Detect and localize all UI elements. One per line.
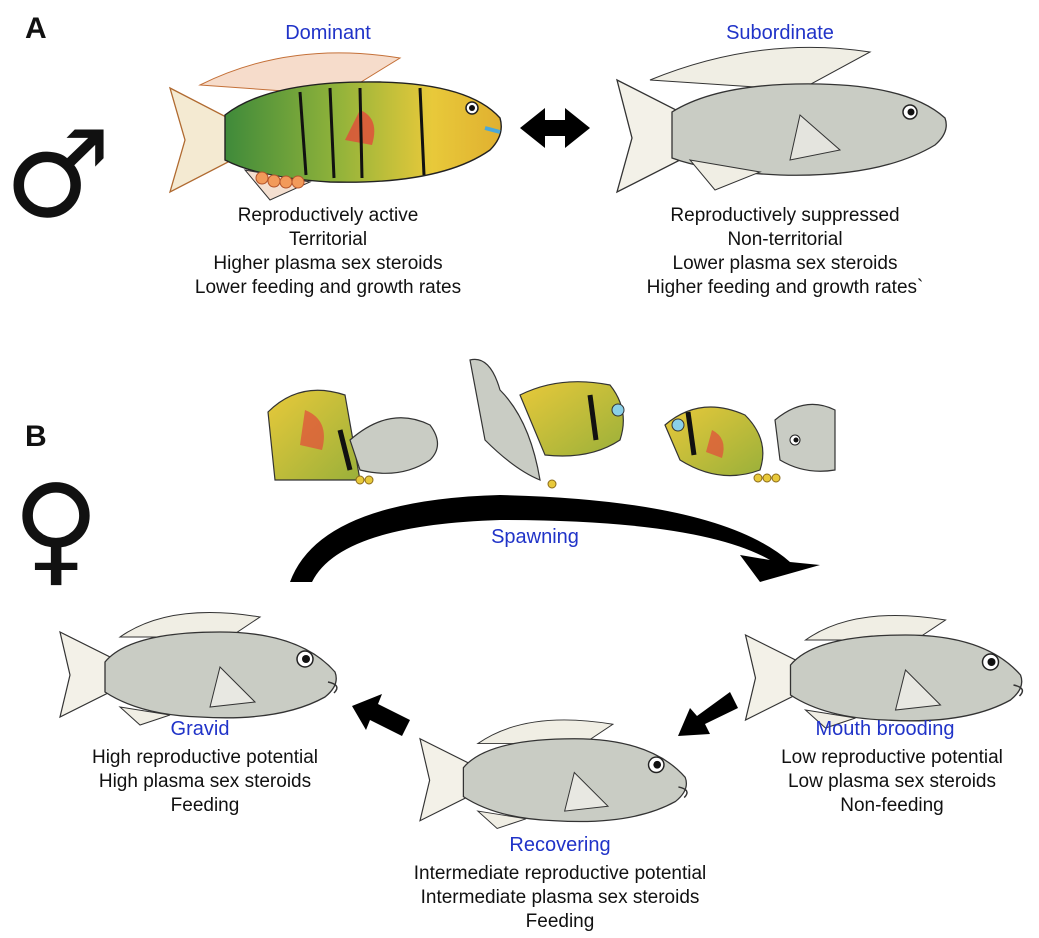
- recovering-title: Recovering: [460, 834, 660, 857]
- mouth-brooding-title: Mouth brooding: [795, 718, 975, 741]
- gravid-female-fish: [60, 613, 337, 726]
- dominant-traits: Reproductively active Territorial Higher…: [173, 204, 483, 300]
- trait-line: Non-territorial: [610, 228, 960, 252]
- trait-line: Intermediate plasma sex steroids: [370, 886, 750, 910]
- subordinate-male-fish: [617, 47, 946, 192]
- trait-line: High plasma sex steroids: [60, 770, 350, 794]
- arrow-brooding-to-recovering-icon: [678, 692, 738, 736]
- trait-line: High reproductive potential: [60, 746, 350, 770]
- dominant-title: Dominant: [228, 22, 428, 45]
- double-arrow-icon: [520, 108, 590, 148]
- spawning-pair-3: [665, 404, 835, 482]
- dominant-male-fish: [170, 53, 501, 200]
- mouth-brooding-traits: Low reproductive potential Low plasma se…: [752, 746, 1032, 818]
- trait-line: Lower plasma sex steroids: [610, 252, 960, 276]
- trait-line: Feeding: [370, 910, 750, 934]
- trait-line: Feeding: [60, 794, 350, 818]
- trait-line: Low plasma sex steroids: [752, 770, 1032, 794]
- spawning-pair-2: [470, 359, 624, 488]
- gravid-traits: High reproductive potential High plasma …: [60, 746, 350, 818]
- panel-b-label: B: [25, 420, 47, 454]
- trait-line: Non-feeding: [752, 794, 1032, 818]
- recovering-traits: Intermediate reproductive potential Inte…: [370, 862, 750, 934]
- panel-a-label: A: [25, 12, 47, 46]
- subordinate-title: Subordinate: [680, 22, 880, 45]
- subordinate-traits: Reproductively suppressed Non-territoria…: [610, 204, 960, 300]
- trait-line: Intermediate reproductive potential: [370, 862, 750, 886]
- trait-line: Reproductively active: [173, 204, 483, 228]
- trait-line: Higher feeding and growth rates`: [610, 276, 960, 300]
- spawning-title: Spawning: [435, 526, 635, 549]
- gravid-title: Gravid: [115, 718, 285, 741]
- spawning-pair-1: [268, 390, 438, 484]
- mouth-brooding-female-fish: [746, 616, 1023, 729]
- trait-line: Territorial: [173, 228, 483, 252]
- trait-line: Higher plasma sex steroids: [173, 252, 483, 276]
- trait-line: Lower feeding and growth rates: [173, 276, 483, 300]
- arrow-recovering-to-gravid-icon: [352, 694, 410, 736]
- female-symbol-icon: ♀: [12, 470, 100, 590]
- recovering-female-fish: [420, 720, 687, 828]
- trait-line: Low reproductive potential: [752, 746, 1032, 770]
- male-symbol-icon: ♂: [4, 116, 112, 236]
- trait-line: Reproductively suppressed: [610, 204, 960, 228]
